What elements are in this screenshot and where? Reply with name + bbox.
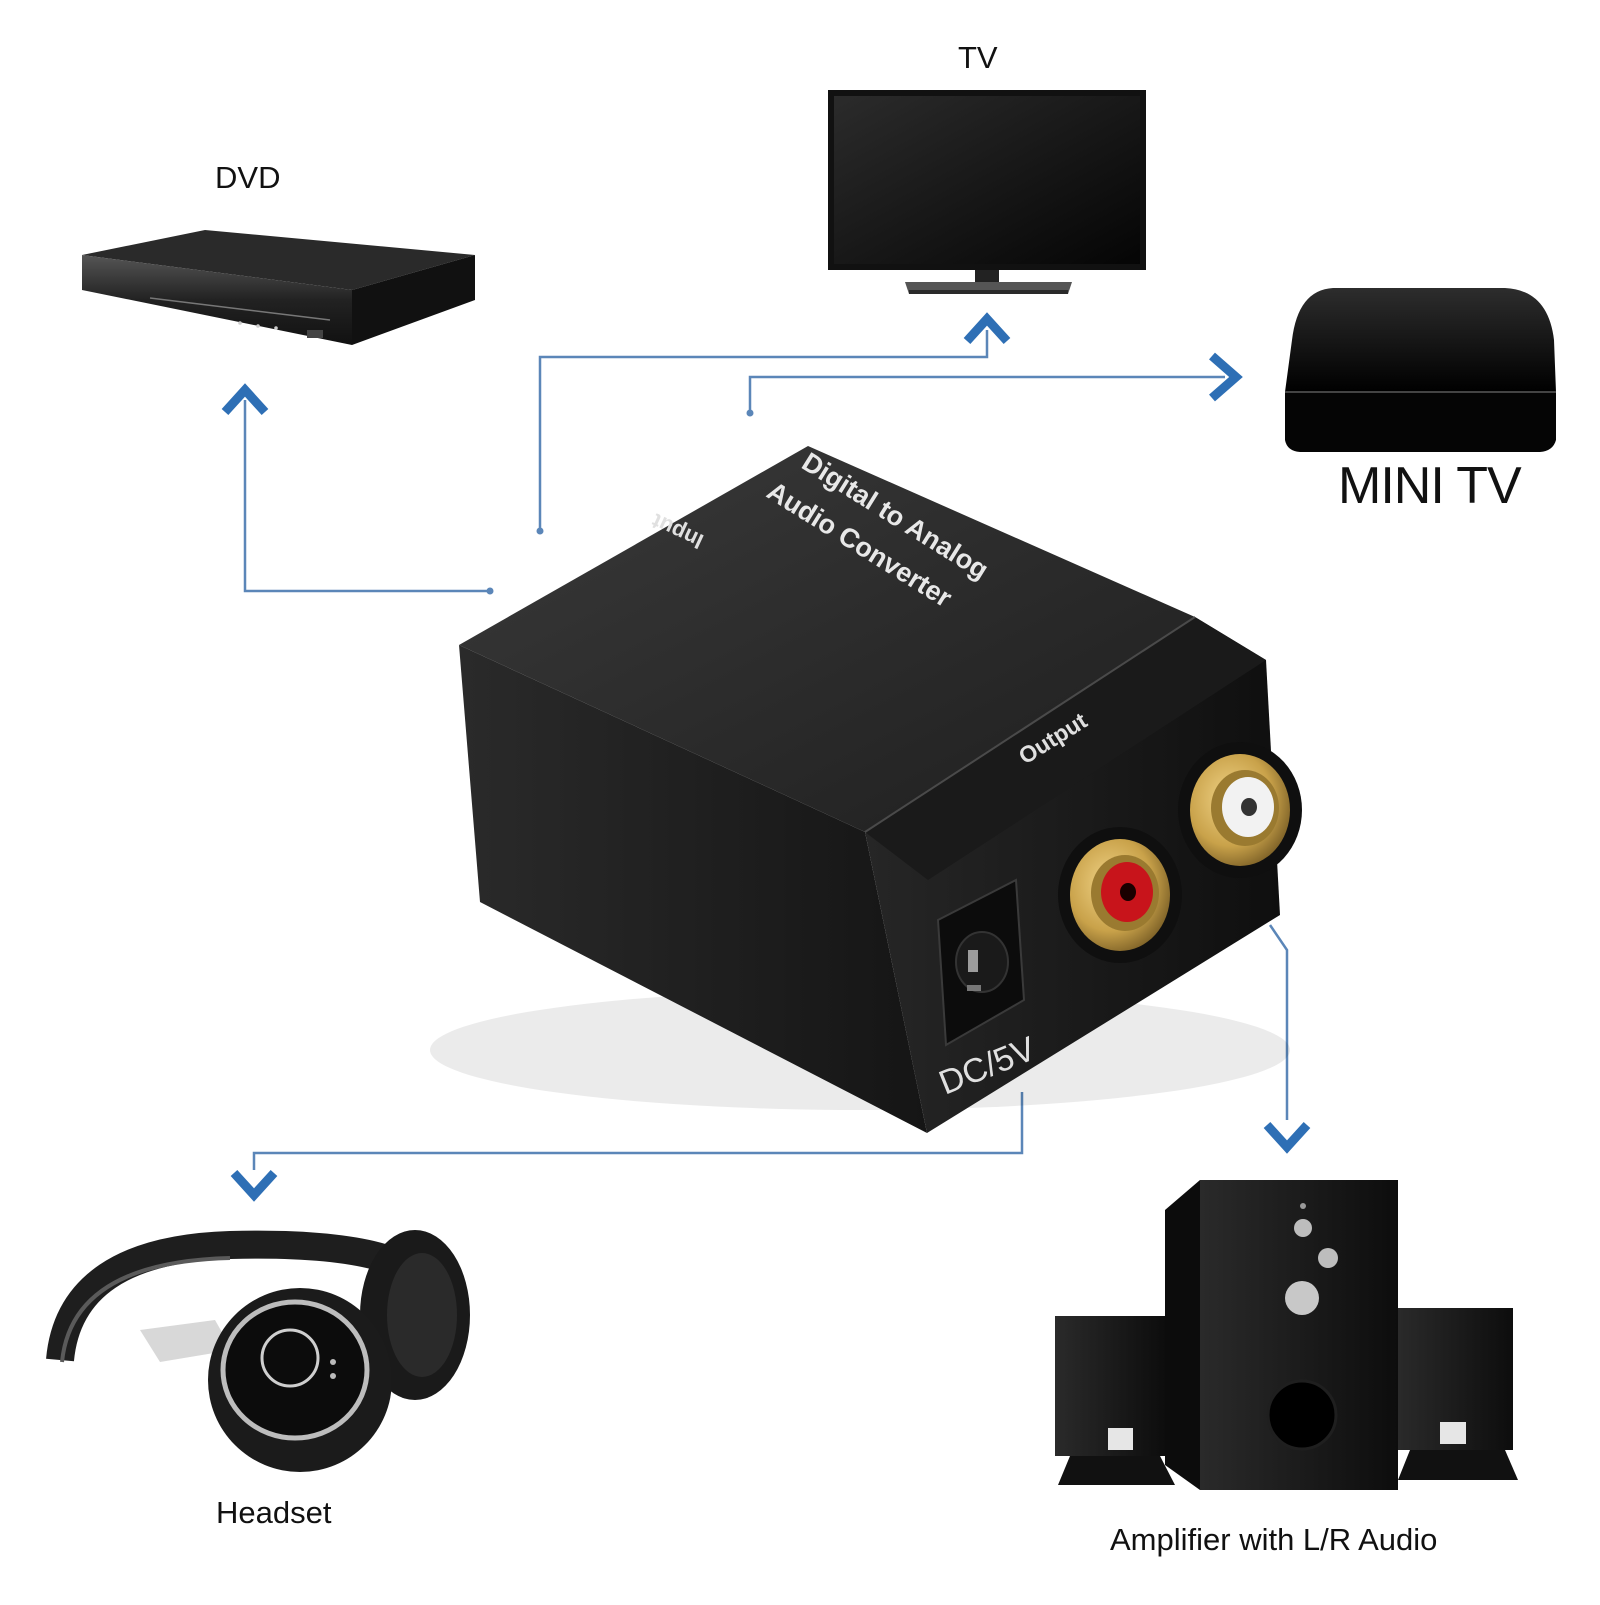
mini-tv-label: MINI TV (1338, 457, 1522, 515)
rca-jack-left (1058, 827, 1182, 963)
arrow-down-icon (230, 1169, 278, 1202)
arrow-down-icon (1263, 1121, 1311, 1154)
arrow-right-icon (1209, 352, 1243, 402)
line-to-amplifier (1268, 924, 1289, 1120)
arrow-up-icon (963, 312, 1011, 345)
headset-label: Headset (216, 1495, 332, 1530)
mini-tv-icon (1285, 288, 1556, 452)
tv-icon (828, 90, 1146, 294)
tv-label: TV (958, 40, 998, 75)
amplifier-speakers-icon (1055, 1180, 1518, 1490)
arrow-up-icon (221, 383, 269, 416)
amplifier-label: Amplifier with L/R Audio (1110, 1522, 1438, 1557)
headset-icon (46, 1230, 470, 1472)
line-to-tv (538, 330, 989, 531)
dc-power-jack (936, 878, 1026, 1047)
dvd-player-icon (82, 230, 475, 345)
line-to-dvd (243, 400, 490, 593)
rca-jack-right (1178, 742, 1302, 878)
audio-converter: Digital to Analog Audio Converter Input … (430, 446, 1302, 1133)
dvd-label: DVD (215, 160, 281, 195)
connector-lines (243, 330, 1289, 1170)
line-to-mini-tv (748, 375, 1225, 413)
line-to-headset (252, 1092, 1024, 1170)
